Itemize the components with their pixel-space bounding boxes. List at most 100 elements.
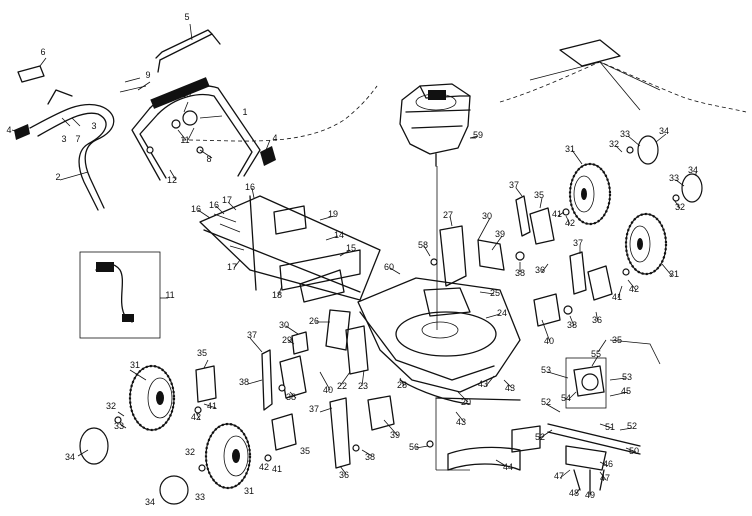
callout-c-25: 25 xyxy=(490,288,500,298)
callout-c-35c: 35 xyxy=(534,190,544,200)
callout-c-37d: 37 xyxy=(573,238,583,248)
callout-c-60: 60 xyxy=(384,262,394,272)
callout-c-46: 46 xyxy=(603,459,613,469)
callout-c-58: 58 xyxy=(418,240,428,250)
callout-c-33b: 33 xyxy=(195,492,205,502)
callout-c-30a: 30 xyxy=(279,320,289,330)
callout-c-41d: 41 xyxy=(612,292,622,302)
callout-c-1: 1 xyxy=(242,107,247,117)
callout-c-38d: 38 xyxy=(515,268,525,278)
callout-c-17b: 17 xyxy=(227,262,237,272)
callout-c-35d: 35 xyxy=(612,335,622,345)
callout-c-32a: 32 xyxy=(106,401,116,411)
control-cable xyxy=(181,85,378,142)
callout-c-40a: 40 xyxy=(323,385,333,395)
callout-c-16a: 16 xyxy=(191,204,201,214)
callout-c-48: 48 xyxy=(569,488,579,498)
callout-c-43a: 43 xyxy=(478,379,488,389)
callout-c-37a: 37 xyxy=(247,330,257,340)
callout-c-47b: 47 xyxy=(600,473,610,483)
callout-c-26: 26 xyxy=(309,316,319,326)
callout-c-32d: 32 xyxy=(675,202,685,212)
control-bar xyxy=(155,29,221,73)
mower-deck xyxy=(325,225,521,393)
callout-c-41b: 41 xyxy=(272,464,282,474)
callout-c-37b: 37 xyxy=(309,404,319,414)
lower-handle xyxy=(29,89,115,211)
callout-c-31a: 31 xyxy=(130,360,140,370)
frame-assembly xyxy=(199,195,381,303)
callout-c-23: 23 xyxy=(358,381,368,391)
callout-c-45: 45 xyxy=(621,386,631,396)
callout-c-33a: 33 xyxy=(114,421,124,431)
callout-c-24: 24 xyxy=(497,308,507,318)
grass-catcher xyxy=(499,39,747,113)
callout-c-33d: 33 xyxy=(669,173,679,183)
callout-c-38b: 38 xyxy=(286,392,296,402)
callout-c-20: 20 xyxy=(461,397,471,407)
callout-c-6: 6 xyxy=(40,47,45,57)
callout-c-51: 51 xyxy=(605,422,615,432)
callout-c-39a: 39 xyxy=(390,430,400,440)
rear-axle-brackets xyxy=(515,195,613,327)
callout-c-16c: 16 xyxy=(245,182,255,192)
callout-c-31c: 31 xyxy=(565,144,575,154)
callout-c-10: 10 xyxy=(181,89,191,99)
callout-c-52a: 52 xyxy=(541,397,551,407)
callout-c-32c: 32 xyxy=(609,139,619,149)
callout-c-22: 22 xyxy=(337,381,347,391)
callout-c-37c: 37 xyxy=(509,180,519,190)
wire-harness-inset xyxy=(79,251,168,339)
callout-c-53a: 53 xyxy=(541,365,551,375)
callout-c-42d: 42 xyxy=(629,284,639,294)
callout-c-49: 49 xyxy=(585,490,595,500)
callout-c-36c: 36 xyxy=(592,315,602,325)
callout-c-38a: 38 xyxy=(239,377,249,387)
callout-c-43b: 43 xyxy=(505,383,515,393)
callout-c-11b: 11 xyxy=(165,290,174,300)
handle-knobs xyxy=(14,65,276,166)
callout-c-39b: 39 xyxy=(495,229,505,239)
callout-c-47a: 47 xyxy=(554,471,564,481)
callout-c-34b: 34 xyxy=(145,497,155,507)
leader-lines-general xyxy=(77,127,697,496)
callout-c-43c: 43 xyxy=(456,417,466,427)
hub-caps xyxy=(79,135,703,505)
callout-c-18: 18 xyxy=(272,290,282,300)
height-adjusters-left xyxy=(195,325,395,469)
callout-c-28: 28 xyxy=(397,380,407,390)
deck-shields xyxy=(399,379,541,471)
callout-c-7: 7 xyxy=(75,134,80,144)
callout-c-55: 55 xyxy=(591,349,601,359)
callout-c-14: 14 xyxy=(334,230,344,240)
callout-c-56: 56 xyxy=(409,442,419,452)
callout-c-40b: 40 xyxy=(544,336,554,346)
wheel-mid-right xyxy=(624,212,668,276)
callout-c-42b: 42 xyxy=(259,462,269,472)
callout-c-36b: 36 xyxy=(535,265,545,275)
callout-c-41a: 41 xyxy=(207,401,217,411)
callout-c-41c: 41 xyxy=(552,209,562,219)
callout-c-38c: 38 xyxy=(365,452,375,462)
callout-c-34d: 34 xyxy=(688,165,698,175)
engine xyxy=(399,83,476,167)
callout-c-42a: 42 xyxy=(191,412,201,422)
callout-c-31d: 31 xyxy=(669,269,679,279)
callout-c-4b: 4 xyxy=(272,133,277,143)
callout-c-34a: 34 xyxy=(65,452,75,462)
callout-c-15: 15 xyxy=(346,243,356,253)
callout-c-5: 5 xyxy=(184,12,189,22)
callout-c-9: 9 xyxy=(145,70,150,80)
callout-c-11a: 11 xyxy=(180,135,189,145)
callout-c-19: 19 xyxy=(328,209,338,219)
callout-c-30b: 30 xyxy=(482,211,492,221)
callout-c-35b: 35 xyxy=(300,446,310,456)
callout-c-53b: 53 xyxy=(622,372,632,382)
wheel-front-left xyxy=(128,364,176,432)
callout-c-3a: 3 xyxy=(61,134,66,144)
callout-c-50: 50 xyxy=(629,446,639,456)
callout-c-52b: 52 xyxy=(535,432,545,442)
callout-c-3b: 3 xyxy=(91,121,96,131)
